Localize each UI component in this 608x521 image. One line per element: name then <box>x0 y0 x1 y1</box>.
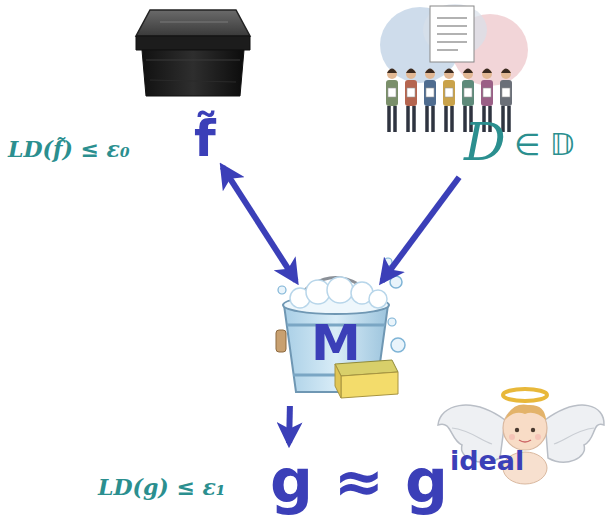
arrow <box>382 177 459 281</box>
person-figure <box>424 69 436 133</box>
node-text: g ≈ g <box>270 450 448 512</box>
result-expression: g ≈ gideal <box>266 448 528 514</box>
arrow <box>286 406 293 443</box>
dataset-symbol: D <box>460 112 510 173</box>
node-text: f̃ <box>194 112 216 167</box>
loss-bound: LD(g) ≤ ε₁ <box>98 474 226 500</box>
person-figure <box>386 69 398 133</box>
double-arrow <box>223 167 296 281</box>
black-box-icon <box>136 10 250 96</box>
person-figure <box>405 69 417 133</box>
person-figure <box>443 69 455 133</box>
function-symbol: f̃ <box>190 110 220 169</box>
node-text: M <box>311 318 361 368</box>
node-text: D <box>464 114 506 171</box>
set-membership: ∈ 𝔻 <box>514 127 574 163</box>
method-bucket: M <box>272 285 400 401</box>
loss-bound: LD(f̃) ≤ ε₀ <box>8 136 130 162</box>
superscript-text: ideal <box>450 446 524 476</box>
angel-illustration <box>438 389 604 484</box>
people-illustration <box>380 4 528 132</box>
